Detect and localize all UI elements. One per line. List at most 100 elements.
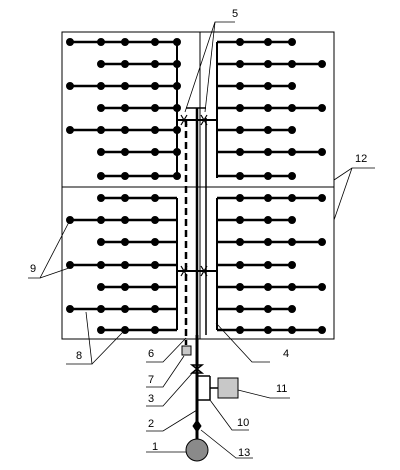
emitter-dot (264, 283, 272, 291)
emitter-dot (264, 238, 272, 246)
emitter-dot (318, 60, 326, 68)
ref-label-8: 8 (76, 350, 82, 362)
emitter-dot (66, 82, 74, 90)
leader-lines (28, 21, 375, 459)
leader-8b (91, 332, 123, 365)
emitter-dot (121, 38, 129, 46)
emitter-dot (151, 172, 159, 180)
emitter-dot (236, 82, 244, 90)
emitter-dot (264, 148, 272, 156)
fertilizer-tank (217, 377, 239, 399)
emitter-dot (264, 82, 272, 90)
pump-circle (185, 438, 209, 462)
leader-4 (215, 322, 270, 363)
small-device-square (181, 345, 192, 356)
bypass-loop (197, 375, 218, 401)
leader-10 (209, 399, 249, 431)
emitter-dot (121, 172, 129, 180)
emitter-dot (97, 82, 105, 90)
emitter-dot (121, 82, 129, 90)
emitter-dot (173, 104, 181, 112)
emitter-dot (121, 326, 129, 334)
emitter-dot (236, 283, 244, 291)
emitter-dot (121, 104, 129, 112)
emitter-dot (236, 104, 244, 112)
emitter-dot (97, 283, 105, 291)
emitter-dot (97, 326, 105, 334)
emitter-dot (264, 104, 272, 112)
emitter-dot (97, 172, 105, 180)
emitter-dot (264, 126, 272, 134)
emitter-dot (236, 326, 244, 334)
emitter-dot (236, 148, 244, 156)
emitter-dot (288, 82, 296, 90)
ref-label-11: 11 (276, 383, 287, 395)
emitter-dot (236, 238, 244, 246)
emitter-dot (173, 82, 181, 90)
lateral-pipelines (66, 38, 326, 334)
emitter-dot (288, 60, 296, 68)
ref-label-6: 6 (148, 348, 154, 360)
emitter-dot (288, 305, 296, 313)
emitter-dot (151, 148, 159, 156)
leader-12b (333, 167, 353, 221)
leader-11 (237, 389, 290, 399)
emitter-dot (288, 216, 296, 224)
emitter-dot (288, 38, 296, 46)
leader-7 (146, 355, 185, 388)
emitter-dot (121, 194, 129, 202)
leader-6 (146, 337, 187, 363)
emitter-dot (236, 216, 244, 224)
emitter-dot (264, 261, 272, 269)
emitter-dot (288, 126, 296, 134)
emitter-dot (173, 60, 181, 68)
emitter-dot (288, 283, 296, 291)
emitter-dot (288, 194, 296, 202)
emitter-dot (97, 261, 105, 269)
emitter-dot (66, 305, 74, 313)
emitter-dot (318, 238, 326, 246)
emitter-dot (121, 283, 129, 291)
emitter-dot (66, 261, 74, 269)
emitter-dot (173, 38, 181, 46)
leader-9b (39, 267, 70, 279)
emitter-dot (151, 60, 159, 68)
emitter-dot (264, 172, 272, 180)
emitter-dot (236, 261, 244, 269)
emitter-dot (236, 194, 244, 202)
emitter-dot (97, 126, 105, 134)
emitter-dot (151, 194, 159, 202)
emitter-dot (151, 82, 159, 90)
emitter-dot (97, 194, 105, 202)
emitter-dot (288, 326, 296, 334)
emitter-dot (318, 283, 326, 291)
ref-label-13: 13 (238, 447, 250, 459)
leader-2 (146, 409, 198, 432)
leader-5b (204, 21, 216, 113)
ref-label-10: 10 (237, 417, 249, 429)
emitter-dot (151, 104, 159, 112)
emitter-dot (97, 38, 105, 46)
emitter-dot (318, 148, 326, 156)
reference-labels: 5 12 9 8 6 4 7 11 3 10 2 1 13 (30, 8, 367, 459)
filter-diamond-icon (192, 419, 202, 433)
emitter-dot (121, 216, 129, 224)
emitter-dot (318, 326, 326, 334)
emitter-dot (121, 148, 129, 156)
emitter-dot (264, 305, 272, 313)
emitter-dot (236, 60, 244, 68)
emitter-dot (288, 148, 296, 156)
emitter-dot (264, 216, 272, 224)
emitter-dot (318, 194, 326, 202)
valve-icon (200, 265, 208, 277)
emitter-dot (288, 261, 296, 269)
emitter-dot (151, 283, 159, 291)
ref-label-5: 5 (232, 8, 238, 20)
emitter-dot (121, 305, 129, 313)
emitter-dot (236, 126, 244, 134)
valve-icon (180, 114, 188, 126)
emitter-dot (236, 172, 244, 180)
emitter-dot (151, 126, 159, 134)
ref-label-4: 4 (283, 348, 289, 360)
emitter-dot (173, 126, 181, 134)
